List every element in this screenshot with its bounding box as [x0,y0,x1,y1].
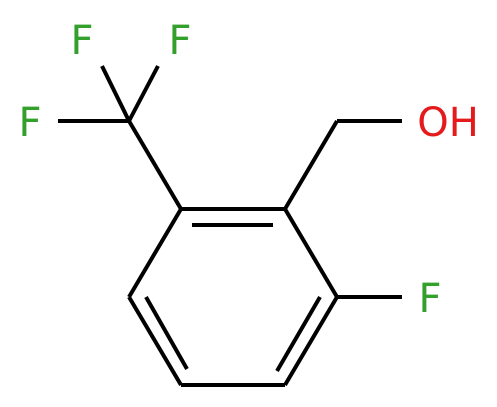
bond-to-ch2 [283,119,339,211]
bond-ring-right-lower-inner [275,295,322,373]
fluorine-label-left: F [18,100,41,146]
fluorine-label-ring: F [418,276,441,322]
bond-to-cf3 [127,119,183,211]
bond-cf-top-left [100,65,131,122]
fluorine-label-top-left: F [70,18,93,64]
bond-cf-top-right [127,65,160,122]
hydroxyl-label: OH [417,100,479,146]
bond-ring-left-lower [127,295,183,387]
bond-ring-left-upper [127,207,183,299]
bond-ring-right-lower [283,295,339,387]
bond-ring-left-lower-inner [144,296,189,370]
fluorine-label-top-right: F [168,18,191,64]
bonds [58,65,402,387]
bond-ring-right-upper [283,207,339,299]
